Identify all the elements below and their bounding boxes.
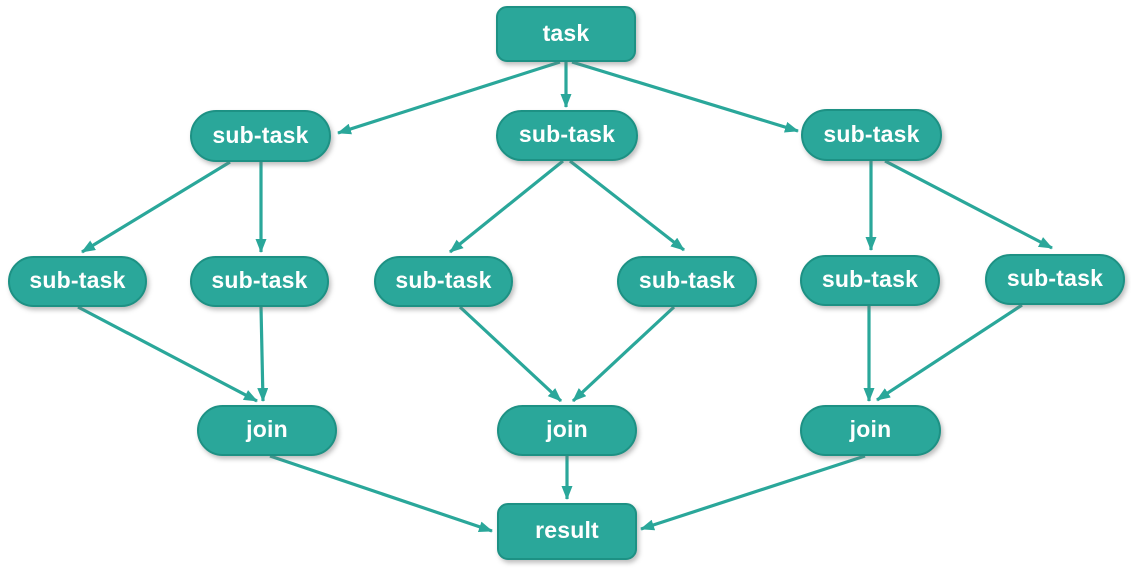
node-join-right: join [800,405,941,456]
node-label: join [246,416,288,442]
edge-join-right-to-result [640,454,866,531]
node-result: result [497,503,637,560]
node-join-left: join [197,405,337,456]
node-label: join [849,416,892,442]
node-subtask-right-1: sub-task [800,255,940,306]
edge-subtask-right-to-subtask-right-2 [884,159,1053,250]
edge-subtask-left-1-to-join-left [77,305,258,403]
node-label: sub-task [212,121,309,148]
node-label: sub-task [211,267,308,293]
node-subtask-right-2: sub-task [985,254,1125,305]
node-label: sub-task [821,266,919,292]
node-task: task [496,6,636,62]
edge-subtask-mid-to-subtask-mid-1 [448,159,565,254]
edge-subtask-mid-to-subtask-mid-2 [569,159,685,252]
edge-subtask-mid-2-to-join-mid [571,305,676,403]
node-subtask-mid-2: sub-task [617,256,757,307]
edge-subtask-left-to-subtask-left-1 [81,160,231,254]
edge-subtask-right-2-to-join-right [876,303,1023,402]
edge-subtask-left-2-to-join-left [257,306,269,402]
node-label: task [542,19,590,46]
node-label: sub-task [395,267,492,293]
node-join-mid: join [497,405,637,456]
node-subtask-left-1: sub-task [8,256,147,307]
node-label: sub-task [638,267,736,293]
node-subtask-left: sub-task [190,110,331,162]
node-label: sub-task [823,120,920,147]
edge-subtask-mid-1-to-join-mid [458,305,563,403]
node-label: sub-task [1006,265,1104,291]
node-label: sub-task [518,121,616,147]
node-label: sub-task [29,267,126,293]
edge-join-left-to-result [269,454,493,533]
node-subtask-mid: sub-task [496,110,638,161]
node-subtask-right: sub-task [801,109,942,161]
node-label: result [535,517,599,543]
node-label: join [546,416,588,442]
node-subtask-mid-1: sub-task [374,256,513,307]
node-subtask-left-2: sub-task [190,256,329,307]
